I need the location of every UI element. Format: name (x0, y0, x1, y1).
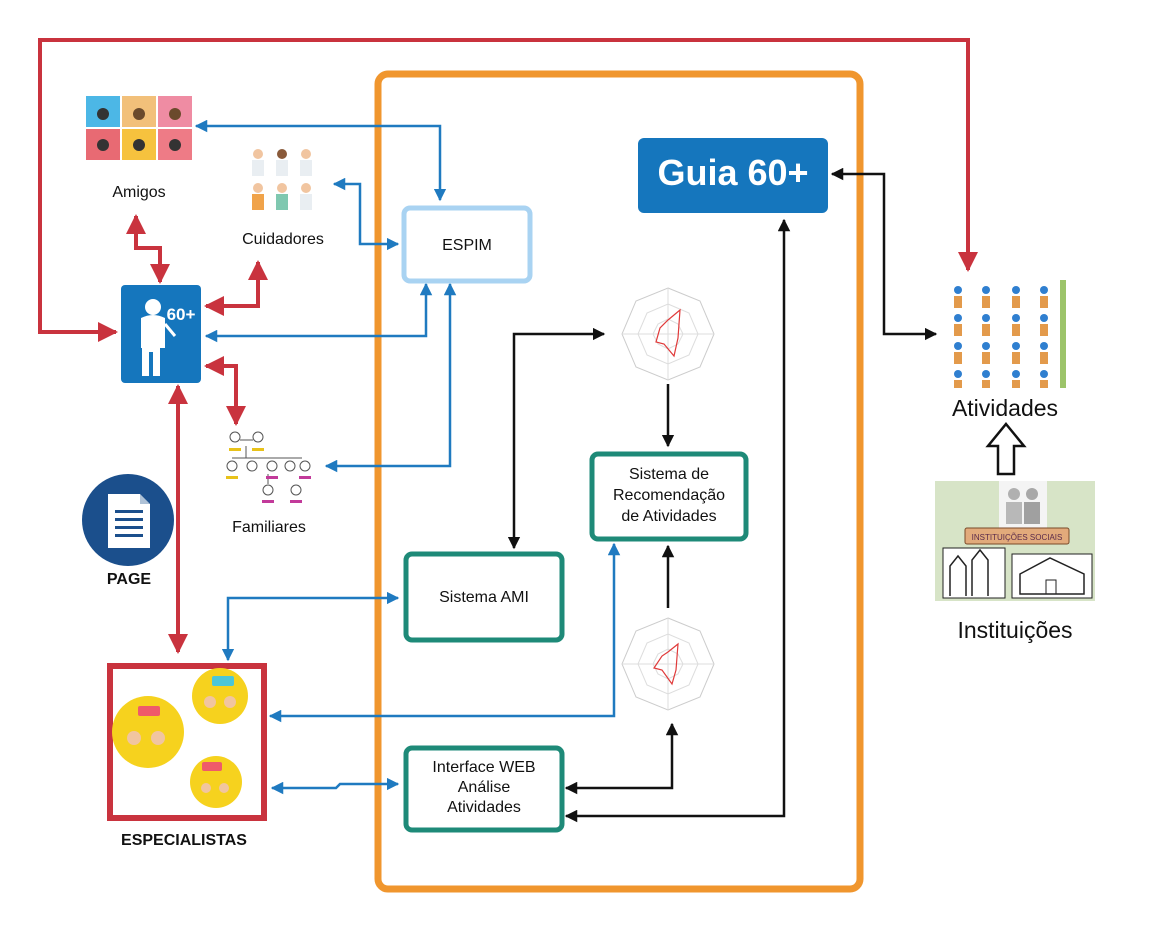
elderly-person-icon[interactable]: 60+ (121, 285, 201, 383)
specialists-icon (112, 668, 248, 808)
blue-arrow-user-espim (204, 282, 433, 343)
document-icon[interactable] (82, 474, 174, 566)
sistema-ami-label: Sistema AMI (439, 589, 529, 606)
sistema-recomendacao-line3: de Atividades (621, 508, 716, 525)
black-arrow-guia-atividades (830, 167, 938, 341)
sistema-recomendacao-line1: Sistema de (629, 466, 709, 483)
friends-thumbnail-icon (86, 96, 192, 160)
activities-grid-icon (944, 278, 1068, 390)
blue-arrow-especialistas-web (270, 777, 400, 795)
guia-box[interactable] (638, 138, 828, 213)
red-arrow-user-atividades (38, 38, 978, 342)
instituicoes-label: Instituições (957, 617, 1072, 643)
guia-label: Guia 60+ (657, 152, 808, 193)
user-badge: 60+ (167, 305, 196, 324)
atividades-label: Atividades (952, 395, 1058, 421)
red-arrow-amigos-user (126, 214, 170, 284)
page-label: PAGE (107, 571, 151, 588)
sistema-recomendacao-line2: Recomendação (613, 487, 725, 504)
interface-web-line3: Atividades (447, 799, 521, 816)
amigos-label: Amigos (112, 184, 165, 201)
family-tree-icon (226, 431, 311, 496)
cuidadores-label: Cuidadores (242, 231, 324, 248)
blue-arrow-cuidadores-espim (332, 177, 400, 251)
red-connectors (38, 38, 978, 654)
red-arrow-cuidadores-user (204, 260, 268, 316)
black-arrow-web-guia (564, 218, 791, 823)
interface-web-box[interactable] (403, 745, 565, 833)
red-arrow-user-familiares (204, 356, 246, 426)
caregivers-icon (252, 149, 312, 210)
interface-web-line1: Interface WEB (432, 759, 535, 776)
blue-arrow-familiares-espim (324, 282, 457, 473)
main-system-frame (374, 70, 864, 893)
instituicoes-banner: INSTITUIÇÕES SOCIAIS (972, 533, 1063, 542)
espim-box[interactable] (401, 205, 533, 284)
interface-web-line2: Análise (458, 779, 511, 796)
radar-chart-icon (621, 617, 715, 711)
espim-label: ESPIM (442, 237, 492, 254)
blue-arrow-amigos-espim (194, 119, 447, 202)
sistema-recomendacao-box[interactable] (589, 451, 749, 542)
hollow-up-arrow-icon (985, 422, 1027, 476)
family-tree-colors (226, 448, 311, 503)
institutions-image-icon: INSTITUIÇÕES SOCIAIS (935, 481, 1095, 601)
radar-chart-icon (621, 287, 715, 381)
blue-arrow-ami-especialistas (221, 591, 400, 662)
sistema-ami-box[interactable] (403, 551, 565, 643)
black-arrow-web-radar2 (564, 722, 679, 795)
familiares-label: Familiares (232, 519, 306, 536)
especialistas-label: ESPECIALISTAS (121, 832, 247, 849)
black-connectors (507, 167, 938, 823)
